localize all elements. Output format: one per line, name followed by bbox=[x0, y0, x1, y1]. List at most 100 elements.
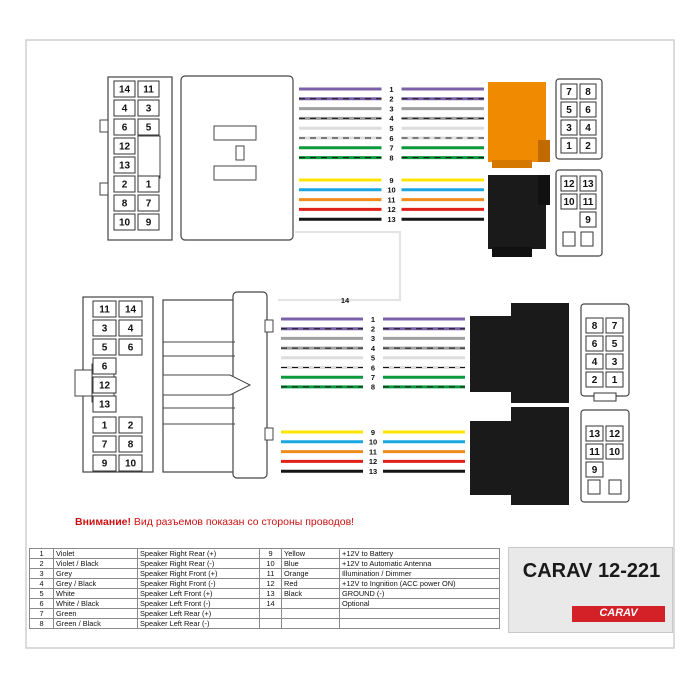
bottom-socket-cell bbox=[92, 416, 117, 434]
diagram-frame bbox=[25, 39, 675, 649]
pinout-cell: White bbox=[53, 588, 138, 599]
top-plug-lower-pin-label: 10 bbox=[563, 197, 575, 208]
bottom-socket-pin-label: 9 bbox=[102, 459, 108, 470]
pinout-cell: Yellow bbox=[281, 548, 340, 559]
bottom-socket-pin-label: 4 bbox=[128, 324, 134, 335]
top-a-wire-label: 7 bbox=[389, 144, 393, 153]
pinout-cell: 4 bbox=[29, 578, 54, 589]
carav-logo: CARAV bbox=[572, 606, 665, 622]
top-socket-body bbox=[180, 75, 294, 241]
bottom-socket-pin-label: 1 bbox=[102, 421, 108, 432]
bottom-plug-upper-pin-label: 1 bbox=[612, 375, 618, 386]
top-plug-upper-cell bbox=[560, 137, 578, 154]
top-socket-pin-label: 10 bbox=[119, 218, 131, 229]
bottom-a-wire-label: 5 bbox=[371, 354, 375, 363]
bottom-a-wire-label: 3 bbox=[371, 334, 375, 343]
pinout-cell: Speaker Right Rear (+) bbox=[137, 548, 260, 559]
pinout-cell: Orange bbox=[281, 568, 340, 579]
pinout-cell bbox=[259, 618, 282, 629]
brand-box: CARAV 12-221 CARAV bbox=[508, 547, 673, 633]
bottom-socket-pin-label: 10 bbox=[125, 459, 137, 470]
bottom-plug-lower-cell bbox=[585, 461, 604, 478]
bottom-plug-lower-cell bbox=[585, 425, 604, 442]
pinout-cell: 14 bbox=[259, 598, 282, 609]
pinout-cell: 11 bbox=[259, 568, 282, 579]
pinout-cell: 6 bbox=[29, 598, 54, 609]
top-a-wire-label: 6 bbox=[389, 134, 393, 143]
bottom-socket-cell bbox=[118, 416, 143, 434]
pinout-cell: Speaker Right Front (-) bbox=[137, 578, 260, 589]
pinout-cell: Red bbox=[281, 578, 340, 589]
bottom-socket-pin-label: 6 bbox=[128, 343, 134, 354]
bottom-plug-upper-cell bbox=[605, 371, 624, 388]
bottom-plug-upper-pin-label: 4 bbox=[592, 357, 598, 368]
top-plug-upper-pin-label: 5 bbox=[566, 105, 572, 116]
bottom-plug-upper-pin-label: 5 bbox=[612, 339, 618, 350]
top-plug-upper-pin-label: 8 bbox=[585, 87, 591, 98]
top-socket-cell bbox=[137, 80, 160, 98]
bottom-socket-pin-label: 5 bbox=[102, 343, 108, 354]
bottom-plug-upper-pin-label: 8 bbox=[592, 321, 598, 332]
top-plug-upper-cell bbox=[579, 137, 597, 154]
top-b-wire-label: 9 bbox=[389, 176, 393, 185]
bottom-a-wire-label: 1 bbox=[371, 315, 375, 324]
pinout-cell: White / Black bbox=[53, 598, 138, 609]
bottom-plug-lower-pin-label: 11 bbox=[589, 447, 600, 458]
pinout-cell: Grey bbox=[53, 568, 138, 579]
top-plug-upper-cell bbox=[560, 83, 578, 100]
top-orange-plug bbox=[488, 82, 550, 168]
top-plug-lower-cell bbox=[560, 175, 578, 192]
top-plug-lower-pin-label: 11 bbox=[583, 197, 594, 208]
top-socket-cell bbox=[137, 194, 160, 212]
top-socket-cell bbox=[137, 175, 160, 193]
pinout-cell bbox=[281, 608, 340, 619]
bottom-plug-upper-pin-label: 7 bbox=[612, 321, 618, 332]
top-socket-cell bbox=[113, 194, 136, 212]
bottom-socket-cell bbox=[92, 338, 117, 356]
bottom-plug-upper-cell bbox=[605, 353, 624, 370]
bottom-plug-lower-pin-label: 12 bbox=[609, 429, 621, 440]
top-a-wire-label: 5 bbox=[389, 124, 393, 133]
bottom-a-wire-label: 7 bbox=[371, 373, 375, 382]
bottom-plug-upper-pin-label: 3 bbox=[612, 357, 618, 368]
bottom-socket-pin-label: 7 bbox=[102, 440, 108, 451]
pinout-cell: Green / Black bbox=[53, 618, 138, 629]
top-b-wire-label: 12 bbox=[387, 205, 395, 214]
top-plug-upper-pin-label: 4 bbox=[585, 123, 591, 134]
bottom-b-wire-label: 11 bbox=[369, 447, 377, 456]
bottom-b-wire-label: 13 bbox=[369, 467, 377, 476]
top-socket-pin-label: 11 bbox=[143, 85, 154, 96]
top-plug-upper-cell bbox=[579, 101, 597, 118]
top-socket-cell bbox=[137, 99, 160, 117]
pinout-cell bbox=[281, 618, 340, 629]
top-plug-lower-pin-label: 12 bbox=[563, 179, 575, 190]
top-plug-lower-cell bbox=[560, 193, 578, 210]
warning-title: Внимание! bbox=[75, 516, 131, 528]
bottom-plug-upper-cell bbox=[585, 335, 604, 352]
wire-14: 14 bbox=[278, 230, 402, 305]
bottom-plug-upper-cell bbox=[605, 335, 624, 352]
pinout-cell: +12V to Automatic Antenna bbox=[339, 558, 500, 569]
bottom-socket-cell bbox=[92, 435, 117, 453]
pinout-cell: Speaker Left Rear (-) bbox=[137, 618, 260, 629]
bottom-socket-cell bbox=[92, 300, 117, 318]
top-socket-pin-label: 1 bbox=[146, 180, 152, 191]
bottom-plug-upper-cell bbox=[585, 371, 604, 388]
top-socket-pin-label: 13 bbox=[119, 161, 131, 172]
bottom-a-wire-label: 6 bbox=[371, 363, 375, 372]
pinout-cell: GROUND (-) bbox=[339, 588, 500, 599]
top-plug-upper-pin-label: 6 bbox=[585, 105, 591, 116]
pinout-cell: Speaker Left Rear (+) bbox=[137, 608, 260, 619]
bottom-a-wire-label: 8 bbox=[371, 383, 375, 392]
top-socket-cell bbox=[113, 118, 136, 136]
logo-text: CARAV bbox=[599, 607, 638, 619]
